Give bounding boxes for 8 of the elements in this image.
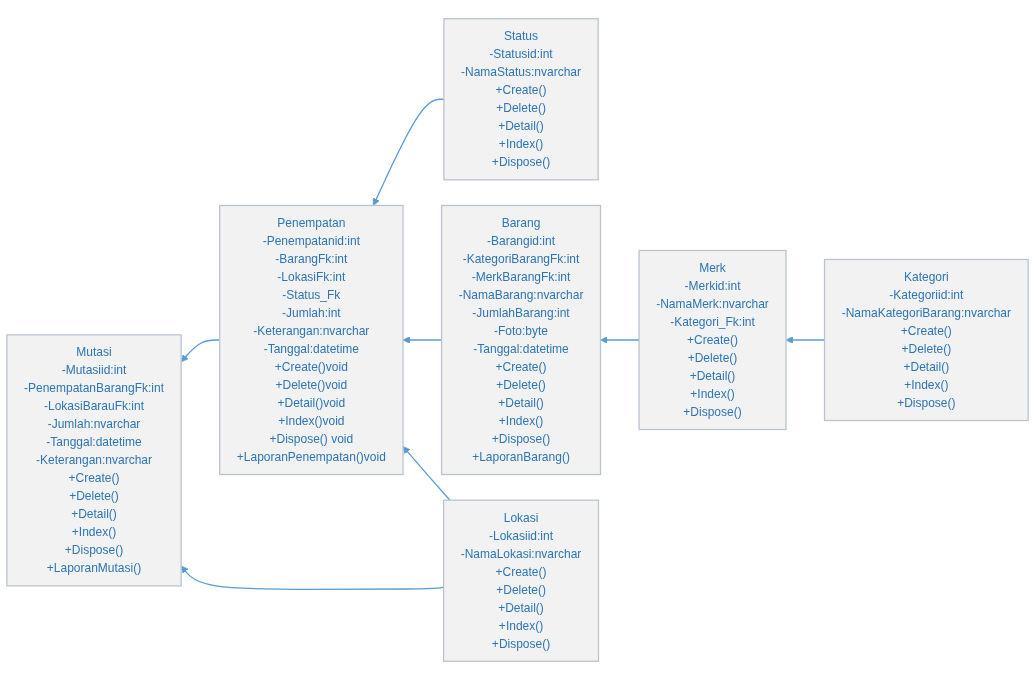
arrow xyxy=(600,336,640,344)
node-box: Merk -Merkid:int -NamaMerk:nvarchar -Kategori_Fk:int +Create() +Delete() +Detail() +Index() +Dispose() xyxy=(638,249,787,431)
node-box: Status -Statusid:int -NamaStatus:nvarchar +Create() +Delete() +Detail() +Index() +Dispose() xyxy=(443,18,599,181)
node-box: Mutasi -Mutasiid:int -PenempatanBarangFk:int -LokasiBarauFk:int -Jumlah:nvarchar -Tanggal:datetime -Keterangan:nvarchar +Create() +Delete() +Detail() +Index() +Dispose() +LaporanMutasi() xyxy=(6,334,182,587)
node-box: Kategori -Kategoriid:int -NamaKategoriBarang:nvarchar +Create() +Delete() +Detail() +Index() +Dispose() xyxy=(823,258,1029,422)
node-box: Penempatan -Penempatanid:int -BarangFk:int -LokasiFk:int -Status_Fk -Jumlah:int -Keterangan:nvarchar -Tanggal:datetime +Create()void +Delete()void +Detail()void +Index()void +Dispose() void +LaporanPenempatan()void xyxy=(219,204,404,476)
node-box: Barang -Barangid:int -KategoriBarangFk:int -MerkBarangFk:int -NamaBarang:nvarchar -JumlahBarang:int -Foto:byte -Tanggal:datetime +Create() +Delete() +Detail() +Index() +Dispose() +LaporanBarang() xyxy=(440,204,602,476)
node-box: Lokasi -Lokasiid:int -NamaLokasi:nvarchar +Create() +Delete() +Detail() +Index() +Dispose() xyxy=(442,499,600,662)
